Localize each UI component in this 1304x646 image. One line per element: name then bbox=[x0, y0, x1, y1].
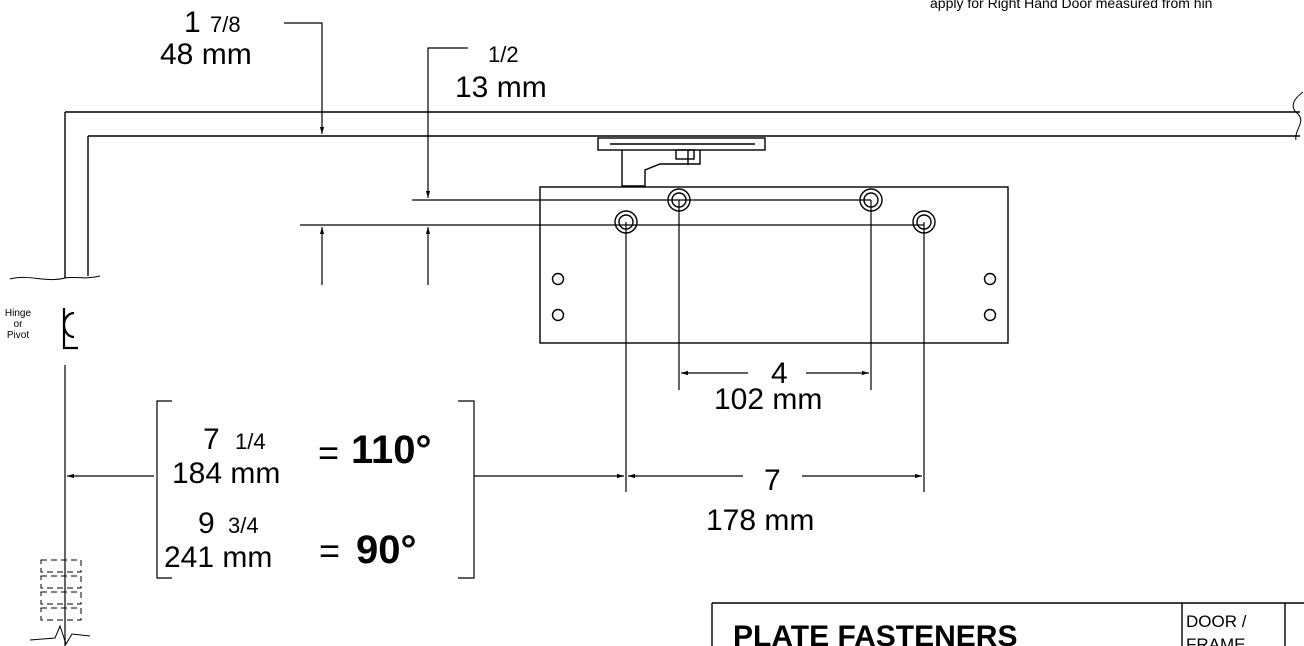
hinge-label: Hinge or Pivot bbox=[5, 308, 32, 341]
opening-90-fraction: 3/4 bbox=[228, 513, 259, 538]
frame-depth-leader bbox=[284, 22, 325, 134]
opening-110-whole: 7 bbox=[203, 423, 220, 456]
title-block-title: PLATE FASTENERS bbox=[733, 620, 1017, 646]
offset-leader bbox=[425, 47, 468, 198]
opening-110-fraction: 1/4 bbox=[235, 429, 266, 454]
hinge-label-line3: Pivot bbox=[7, 330, 29, 341]
opening-90-whole: 9 bbox=[198, 507, 215, 540]
opening-bracket bbox=[156, 400, 475, 579]
title-block bbox=[711, 602, 1304, 646]
opening-110-metric: 184 mm bbox=[172, 457, 280, 490]
opening-90-metric: 241 mm bbox=[164, 541, 272, 574]
inner-holes-metric: 102 mm bbox=[714, 383, 822, 416]
frame-depth-metric: 48 mm bbox=[160, 38, 252, 71]
opening-90-equals: = bbox=[319, 530, 340, 571]
frame-break-right bbox=[1292, 91, 1304, 141]
hinge-label-line2: or bbox=[14, 319, 24, 330]
opening-90-angle: 90° bbox=[356, 528, 417, 572]
offset-metric: 13 mm bbox=[455, 71, 547, 104]
frame-depth-fraction: 7/8 bbox=[210, 12, 241, 37]
frame-outline bbox=[64, 111, 1300, 278]
mounting-plate bbox=[539, 186, 1009, 344]
offset-fraction: 1/2 bbox=[488, 42, 519, 67]
title-block-cell-line2: FRAME bbox=[1186, 635, 1246, 646]
outer-holes-whole: 7 bbox=[764, 464, 781, 497]
inner-holes-whole: 4 bbox=[771, 357, 788, 390]
frame-depth-whole: 1 bbox=[184, 6, 201, 39]
extension-lines bbox=[300, 199, 925, 492]
outer-holes-metric: 178 mm bbox=[706, 504, 814, 537]
closer-arm-detail bbox=[597, 137, 766, 187]
opening-110-angle: 110° bbox=[351, 428, 432, 472]
title-block-cell-line1: DOOR / bbox=[1186, 612, 1247, 631]
frame-break-left bbox=[9, 275, 101, 281]
fastener-holes bbox=[614, 188, 936, 234]
opening-110-equals: = bbox=[318, 432, 339, 473]
hinge-label-line1: Hinge bbox=[5, 308, 32, 319]
header-note: apply for Right Hand Door measured from … bbox=[930, 0, 1212, 11]
hinge-glyph-bottom bbox=[29, 559, 91, 646]
centerline-symbol bbox=[62, 308, 78, 350]
